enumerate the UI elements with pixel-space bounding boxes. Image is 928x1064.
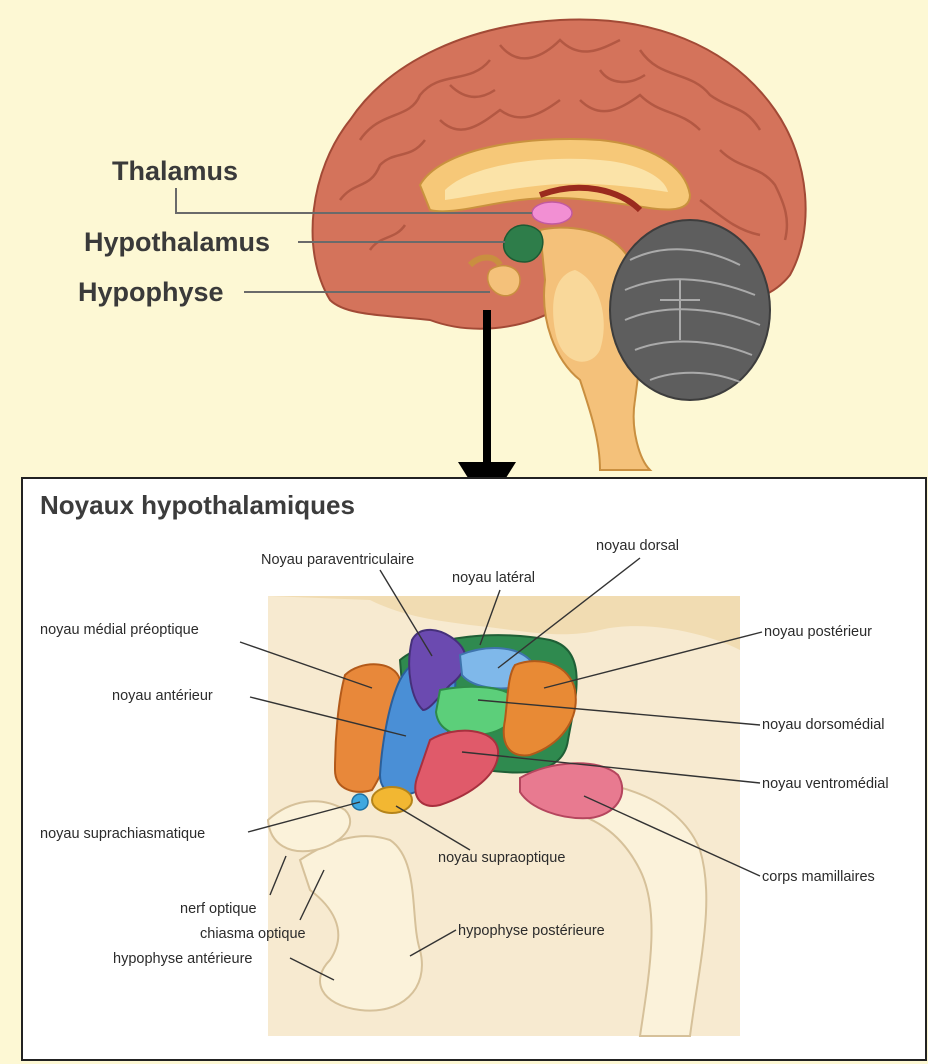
label-supraoptique: noyau supraoptique (438, 850, 565, 866)
label-nerf-optique: nerf optique (180, 901, 257, 917)
label-hypophyse-anterieure: hypophyse antérieure (113, 951, 252, 967)
panel-title: Noyaux hypothalamiques (40, 490, 355, 520)
label-suprachiasmatique: noyau suprachiasmatique (40, 826, 205, 842)
hypothalamus-region (504, 225, 543, 262)
label-hypothalamus: Hypothalamus (84, 227, 270, 257)
label-hypophyse-posterieure: hypophyse postérieure (458, 923, 605, 939)
thalamus-region (532, 202, 572, 224)
label-ventromedial: noyau ventromédial (762, 776, 889, 792)
label-lateral: noyau latéral (452, 570, 535, 586)
hypothalamus-detail (268, 596, 740, 1036)
label-chiasma-optique: chiasma optique (200, 926, 306, 942)
label-mamillaires: corps mamillaires (762, 869, 875, 885)
label-dorsal: noyau dorsal (596, 538, 679, 554)
label-medial-preoptique: noyau médial préoptique (40, 622, 199, 638)
label-thalamus: Thalamus (112, 156, 238, 186)
label-posterieur: noyau postérieur (764, 624, 872, 640)
label-paraventriculaire: Noyau paraventriculaire (261, 552, 414, 568)
label-dorsomedial: noyau dorsomédial (762, 717, 885, 733)
nucleus-supraoptic (372, 787, 412, 813)
label-anterieur: noyau antérieur (112, 688, 213, 704)
label-hypophyse: Hypophyse (78, 277, 224, 307)
